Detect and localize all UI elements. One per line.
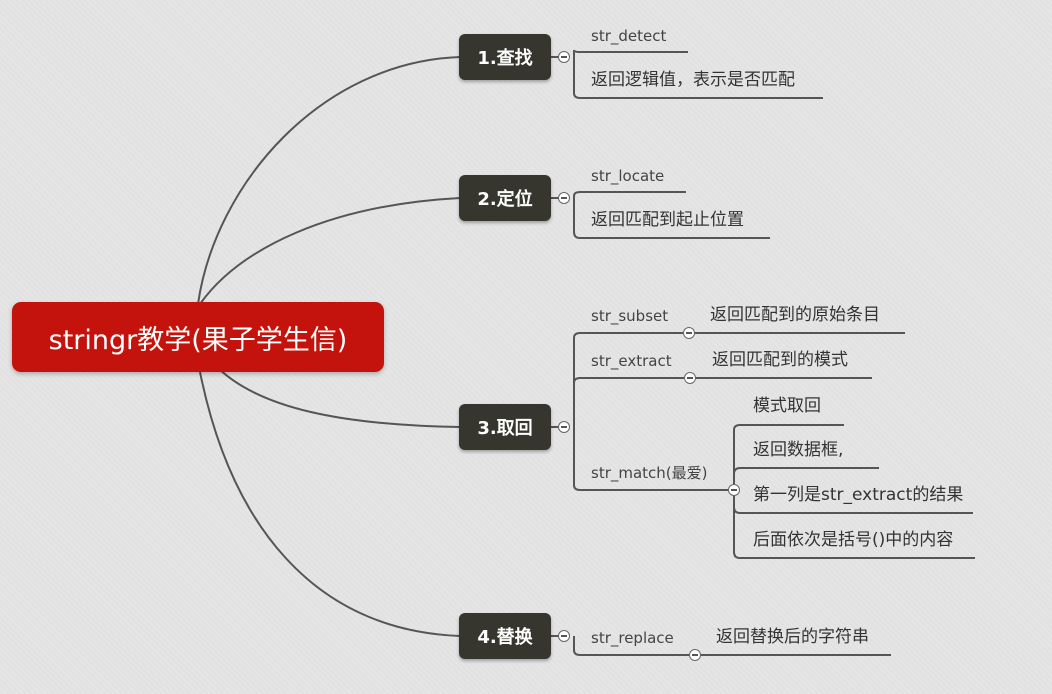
topic-replace-desc[interactable]: 返回替换后的字符串 [716,627,869,647]
collapse-icon[interactable] [558,192,570,204]
root-topic-label: stringr教学(果子学生信) [48,324,348,356]
topic-str-locate[interactable]: str_locate [591,167,665,185]
branch-topic-label: 3.取回 [477,418,533,439]
topic-match-child[interactable]: 后面依次是括号()中的内容 [753,530,954,550]
topic-match-child[interactable]: 模式取回 [753,396,821,416]
topic-str-replace[interactable]: str_replace [591,629,674,647]
topic-detect-desc[interactable]: 返回逻辑值，表示是否匹配 [591,70,795,90]
branch-topic-label: 1.查找 [477,48,533,69]
topic-str-subset[interactable]: str_subset [591,307,669,325]
topic-extract-desc[interactable]: 返回匹配到的模式 [712,350,848,370]
collapse-icon[interactable] [683,327,695,339]
collapse-icon[interactable] [558,630,570,642]
topic-str-extract[interactable]: str_extract [591,352,672,370]
root-topic[interactable]: stringr教学(果子学生信) [12,302,384,372]
branch-topic-replace[interactable]: 4.替换 [459,613,551,659]
topic-locate-desc[interactable]: 返回匹配到起止位置 [591,210,744,230]
branch-topic-retrieve[interactable]: 3.取回 [459,404,551,450]
branch-topic-label: 2.定位 [477,189,533,210]
topic-str-detect[interactable]: str_detect [591,27,667,45]
topic-match-child[interactable]: 第一列是str_extract的结果 [753,485,964,505]
topic-subset-desc[interactable]: 返回匹配到的原始条目 [710,305,880,325]
collapse-icon[interactable] [558,51,570,63]
branch-topic-label: 4.替换 [477,627,533,648]
collapse-icon[interactable] [728,484,740,496]
branch-topic-find[interactable]: 1.查找 [459,34,551,80]
collapse-icon[interactable] [558,421,570,433]
branch-topic-locate[interactable]: 2.定位 [459,175,551,221]
collapse-icon[interactable] [684,372,696,384]
topic-str-match[interactable]: str_match(最爱) [591,464,708,482]
collapse-icon[interactable] [689,649,701,661]
topic-match-child[interactable]: 返回数据框, [753,440,844,460]
